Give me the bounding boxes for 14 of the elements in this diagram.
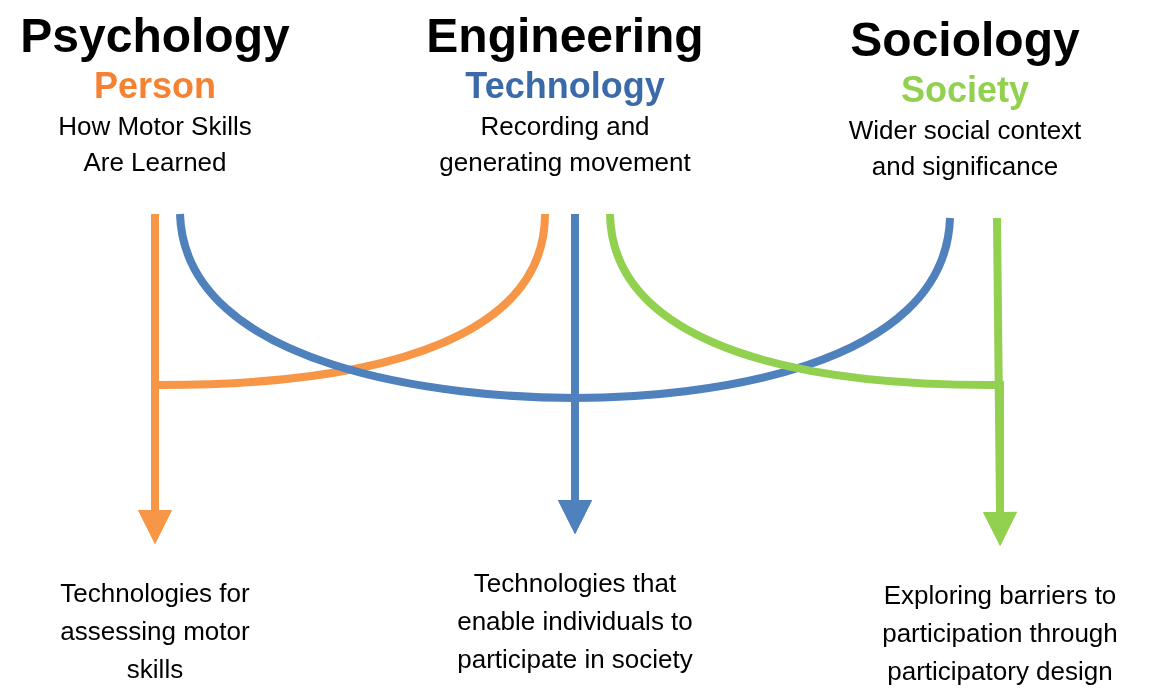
outcome-text: Technologies that enable individuals to participate in society (440, 564, 710, 678)
arrow (138, 213, 549, 544)
description: Wider social context and significance (847, 114, 1083, 183)
description: How Motor Skills Are Learned (57, 110, 253, 179)
discipline-title: Engineering (425, 8, 705, 64)
discipline-title: Sociology (849, 12, 1081, 68)
arrow (983, 217, 1017, 546)
discipline-title: Psychology (19, 8, 291, 64)
outcome-text: Technologies for assessing motor skills (45, 574, 265, 688)
focus-heading: Person (92, 64, 217, 108)
focus-heading: Technology (464, 64, 666, 108)
description: Recording and generating movement (438, 110, 692, 179)
outcome-text: Exploring barriers to participation through participatory design (840, 576, 1152, 689)
focus-heading: Society (899, 68, 1031, 112)
